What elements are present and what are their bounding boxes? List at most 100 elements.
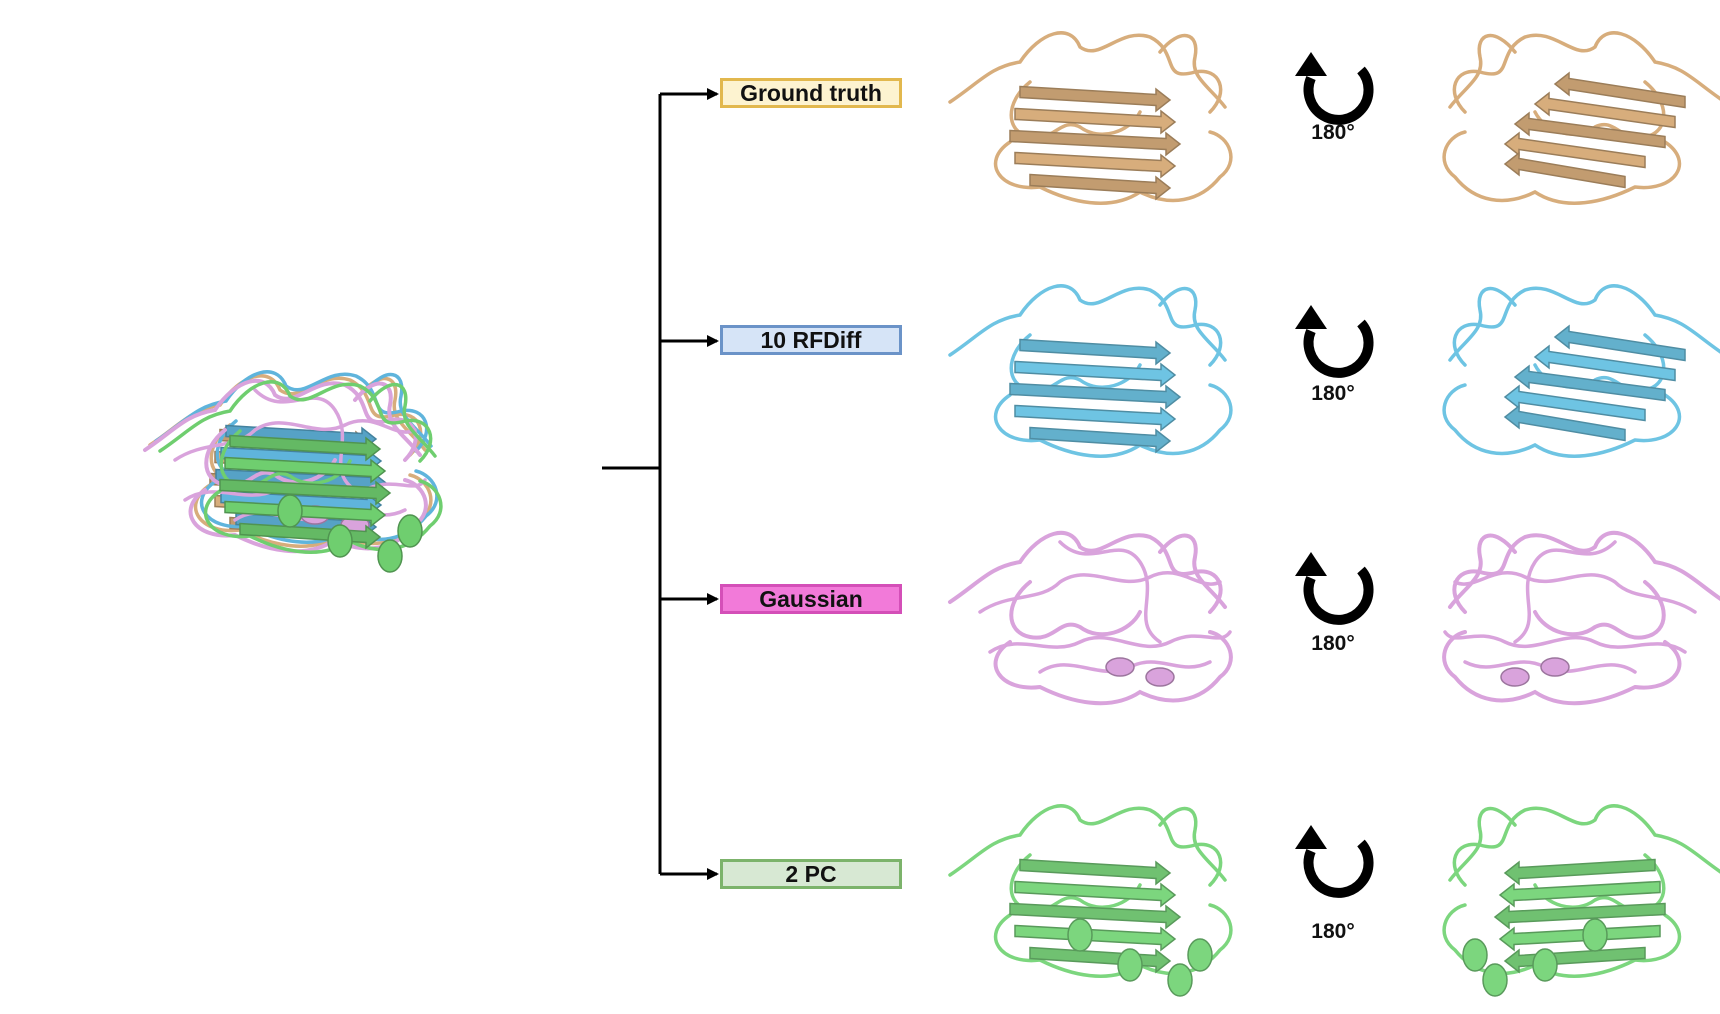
structure-back-2-pc-helix [1582, 918, 1608, 952]
structure-back-10-rfdiff-loop [1442, 383, 1682, 458]
rotation-label-2-pc: 180° [1311, 920, 1355, 943]
overlay-structure-2-pc-helix [327, 524, 353, 558]
structure-front-ground-truth-loop [1009, 80, 1142, 140]
label-ground-truth: Ground truth [720, 78, 902, 108]
structure-back-10-rfdiff [1442, 284, 1720, 458]
structure-back-gaussian-loop [1448, 533, 1517, 609]
structure-back-2-pc-loop [1533, 853, 1666, 913]
structure-front-2-pc-strand [1029, 946, 1172, 974]
structure-front-ground-truth-strand [1019, 85, 1172, 113]
structure-front-10-rfdiff-loop [1009, 333, 1142, 393]
structure-front-10-rfdiff-strand [1014, 360, 1177, 388]
overlay-structure-2-pc-strand [224, 456, 387, 484]
tree-connector [602, 88, 719, 880]
structure-front-ground-truth-strand [1014, 107, 1177, 135]
structure-back-ground-truth-strand [1533, 91, 1676, 129]
structure-back-2-pc-helix [1482, 963, 1508, 997]
structure-front-2-pc-loop [1158, 806, 1227, 882]
structure-back-gaussian-loop [1453, 570, 1697, 614]
rotation-arrow-icon-10-rfdiff [1295, 305, 1374, 378]
label-10-rfdiff: 10 RFDiff [720, 325, 902, 355]
structure-front-ground-truth-strand [1029, 173, 1172, 201]
structure-back-2-pc-strand [1498, 880, 1661, 908]
rotation-label-ground-truth: 180° [1311, 121, 1355, 144]
structure-back-10-rfdiff-strand [1533, 344, 1676, 382]
structure-back-ground-truth-strand [1513, 111, 1666, 149]
structure-front-10-rfdiff-strand [1019, 338, 1172, 366]
structure-back-10-rfdiff-strand [1513, 364, 1666, 402]
structure-back-gaussian-loop [1533, 580, 1666, 640]
structure-back-2-pc-strand [1493, 902, 1666, 930]
structure-back-ground-truth [1442, 31, 1720, 205]
structure-back-ground-truth-loop [1448, 33, 1517, 109]
structure-front-2-pc-helix [1117, 948, 1143, 982]
structure-front-gaussian-loop [993, 630, 1233, 706]
overlay-structure-2-pc-strand [219, 478, 392, 506]
structure-front-ground-truth-loop [1158, 33, 1227, 109]
label-gaussian: Gaussian [720, 584, 902, 614]
structure-front-10-rfdiff-strand [1029, 426, 1172, 454]
structure-back-10-rfdiff-strand [1503, 384, 1646, 422]
structure-front-gaussian-helix [1145, 667, 1175, 687]
structure-front-10-rfdiff-loop [993, 383, 1233, 458]
overlay-structure-2-pc-strand [239, 522, 382, 550]
structure-back-2-pc [1442, 804, 1720, 997]
structure-front-2-pc [948, 804, 1233, 997]
structure-back-10-rfdiff-strand [1503, 404, 1626, 442]
structure-front-gaussian-loop [1009, 580, 1142, 640]
rotation-label-10-rfdiff: 180° [1311, 382, 1355, 405]
structure-back-gaussian-helix [1500, 667, 1530, 687]
overlay-structure-gaussian-loop [353, 381, 422, 457]
structure-back-2-pc-strand [1503, 946, 1646, 974]
structure-front-gaussian-loop [948, 530, 1223, 614]
structure-back-ground-truth-strand [1503, 131, 1646, 169]
overlay-structure-2-pc-helix [397, 514, 423, 548]
structure-front-ground-truth-strand [1014, 151, 1177, 179]
overlay-structure-2-pc-strand [229, 434, 382, 462]
structure-front-gaussian-loop [1158, 533, 1227, 609]
label-2-pc: 2 PC [720, 859, 902, 889]
structure-back-gaussian-loop [1443, 630, 1687, 654]
structure-back-2-pc-strand [1498, 924, 1661, 952]
structure-front-gaussian-helix [1105, 657, 1135, 677]
structure-back-10-rfdiff-strand [1553, 324, 1686, 362]
structure-front-2-pc-loop [1009, 853, 1142, 913]
overlay-structure-gaussian-loop [204, 428, 337, 488]
overlay-structure-gaussian-loop [173, 418, 417, 462]
structure-back-ground-truth-loop [1442, 130, 1682, 205]
structure-rows [948, 31, 1720, 997]
structure-back-2-pc-strand [1503, 858, 1656, 886]
structure-front-10-rfdiff [948, 284, 1233, 458]
rotation-label-gaussian: 180° [1311, 632, 1355, 655]
rotation-arrow-icon-gaussian [1295, 552, 1374, 625]
overlay-structure-2-pc [158, 380, 443, 573]
structure-back-2-pc-loop [1448, 806, 1517, 882]
structure-front-10-rfdiff-strand [1009, 382, 1182, 410]
overlay-structure-10-rfdiff-loop [364, 372, 433, 448]
structure-back-gaussian [1442, 530, 1720, 706]
structure-front-ground-truth-loop [993, 130, 1233, 205]
rotation-arrow-icon-2-pc [1295, 825, 1374, 898]
structure-front-ground-truth [948, 31, 1233, 205]
structure-front-2-pc-helix [1067, 918, 1093, 952]
structure-front-gaussian [948, 530, 1233, 706]
rotation-arrow-icon-ground-truth [1295, 52, 1374, 125]
structure-back-2-pc-helix [1532, 948, 1558, 982]
overlay-structure-2-pc-helix [277, 494, 303, 528]
structure-back-gaussian-helix [1540, 657, 1570, 677]
structure-back-gaussian-loop [1452, 530, 1720, 614]
structure-front-gaussian-loop [978, 570, 1222, 614]
structure-front-gaussian-loop [988, 630, 1232, 654]
structure-back-gaussian-loop [1513, 540, 1617, 644]
overlay-structure-2-pc-loop [368, 382, 437, 458]
structure-front-10-rfdiff-loop [1158, 286, 1227, 362]
structure-front-2-pc-strand [1009, 902, 1182, 930]
structure-front-2-pc-strand [1014, 924, 1177, 952]
overlay-structure-2-pc-loop [219, 429, 352, 489]
structure-back-ground-truth-strand [1553, 71, 1686, 109]
structure-front-2-pc-strand [1014, 880, 1177, 908]
structure-front-2-pc-strand [1019, 858, 1172, 886]
structure-front-gaussian-loop [1058, 540, 1162, 644]
superimposed-structures [143, 370, 443, 573]
